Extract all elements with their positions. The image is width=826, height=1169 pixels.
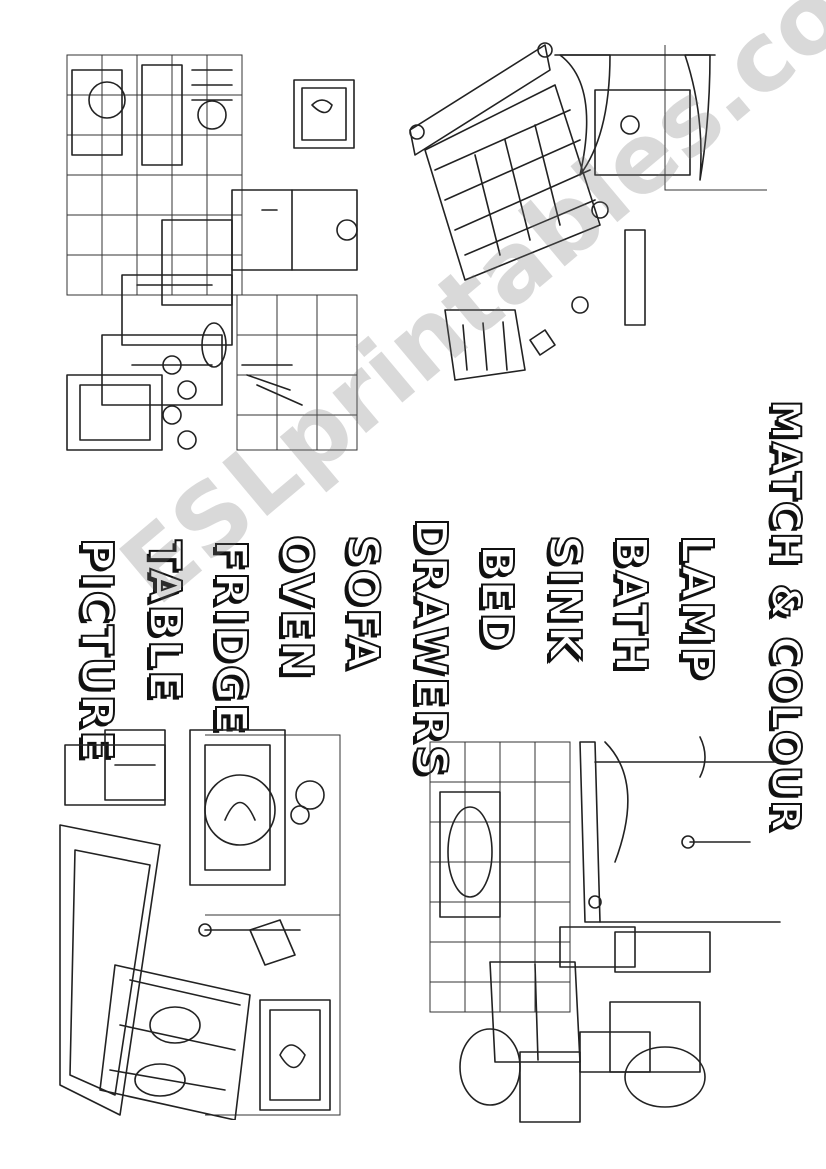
kitchen-illustration [62, 45, 362, 455]
word-bath: BATH [604, 534, 657, 675]
word-oven: OVEN [270, 534, 323, 681]
bedroom-illustration [405, 40, 770, 390]
bathroom-illustration [420, 732, 790, 1127]
living-room-illustration [55, 725, 345, 1120]
word-sink: SINK [538, 534, 591, 663]
word-sofa: SOFA [336, 534, 389, 672]
word-table: TABLE [138, 539, 191, 703]
word-bed: BED [470, 544, 523, 652]
word-lamp: LAMP [670, 534, 723, 682]
word-fridge: FRIDGE [204, 539, 257, 736]
